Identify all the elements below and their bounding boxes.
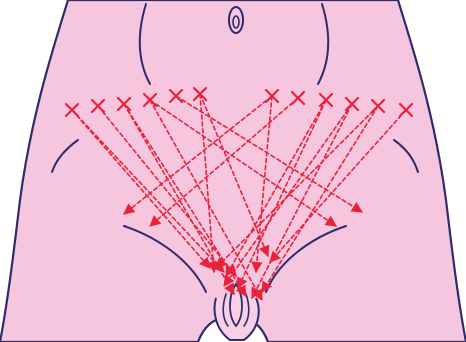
labia-inner	[230, 284, 242, 326]
